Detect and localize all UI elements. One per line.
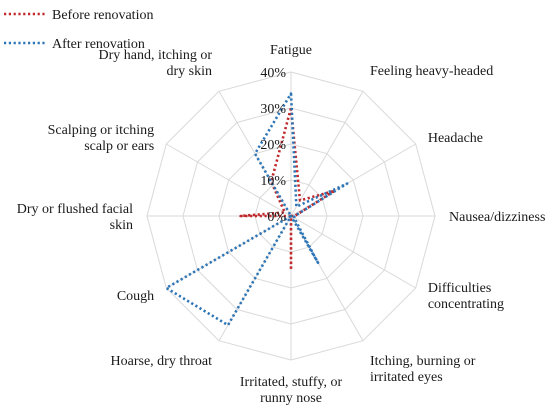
grid-spoke: [166, 143, 292, 217]
axis-label: Feeling heavy-headed: [370, 64, 493, 79]
radar-series: [164, 92, 349, 327]
series-line-before: [239, 106, 336, 272]
grid-spoke: [290, 215, 416, 289]
tick-label: 20%: [260, 138, 286, 153]
legend-label: After renovation: [52, 37, 145, 52]
tick-label: 10%: [260, 174, 286, 189]
axis-label: Cough: [117, 289, 154, 304]
axis-label: Fatigue: [270, 43, 312, 58]
tick-label: 40%: [260, 66, 286, 81]
axis-label: Headache: [428, 131, 483, 146]
grid-spoke: [218, 91, 292, 217]
axis-label: Nausea/dizziness: [449, 210, 545, 225]
axis-label: Hoarse, dry throat: [111, 354, 213, 369]
radial-tick-labels: 0% 10% 20% 30% 40%: [260, 66, 286, 225]
legend-label: Before renovation: [52, 8, 153, 23]
tick-label: 30%: [260, 102, 286, 117]
series-line-after: [164, 92, 349, 327]
grid-spoke: [166, 215, 292, 289]
grid-spoke: [290, 91, 364, 217]
tick-label: 0%: [267, 210, 286, 225]
